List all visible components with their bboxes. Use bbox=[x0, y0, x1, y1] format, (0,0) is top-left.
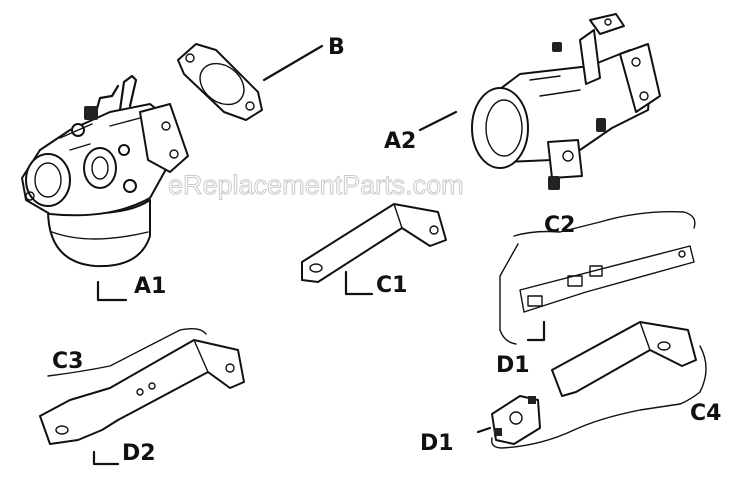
watermark: eReplacementParts.com bbox=[168, 170, 464, 200]
part-c2-bracket-assembly bbox=[499, 211, 696, 345]
part-a1-carburetor bbox=[21, 74, 189, 268]
label-d1-upper: D1 bbox=[496, 353, 530, 378]
label-c2: C2 bbox=[544, 213, 575, 238]
part-c3-bracket bbox=[39, 327, 245, 466]
part-c1-bracket bbox=[301, 203, 447, 296]
part-d1-clip bbox=[476, 395, 541, 445]
part-c4-bracket bbox=[491, 321, 707, 449]
part-b-gasket bbox=[177, 43, 324, 121]
part-a2-carburetor bbox=[418, 13, 661, 190]
label-c3: C3 bbox=[52, 349, 83, 374]
label-c1: C1 bbox=[376, 273, 407, 298]
label-d2: D2 bbox=[122, 441, 156, 466]
label-b: B bbox=[328, 35, 345, 60]
label-c4: C4 bbox=[690, 401, 721, 426]
label-a1: A1 bbox=[134, 274, 166, 299]
label-d1-lower: D1 bbox=[420, 431, 454, 456]
label-a2: A2 bbox=[384, 129, 416, 154]
